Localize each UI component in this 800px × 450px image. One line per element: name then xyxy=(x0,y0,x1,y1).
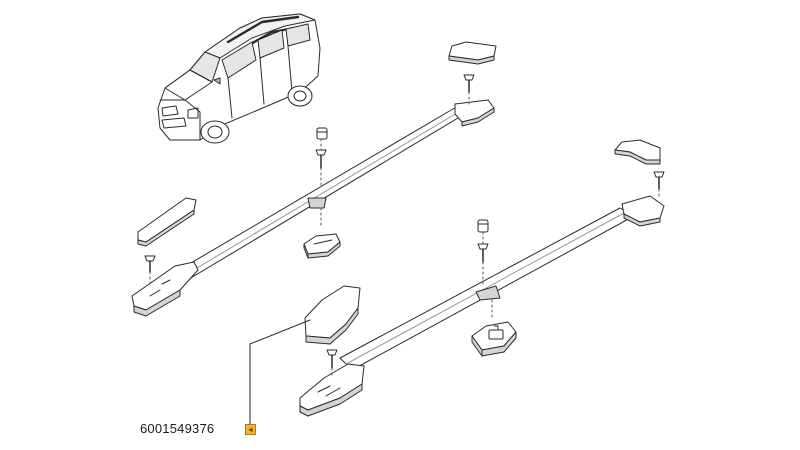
rail-a-mounting-base xyxy=(303,233,341,259)
screw-icon xyxy=(653,171,665,190)
callout-leader-line xyxy=(249,319,311,425)
front-rail-front-end-cap xyxy=(614,139,661,165)
front-roof-rail xyxy=(299,195,665,417)
rail-b-screws xyxy=(326,171,665,369)
rail-b-mounting-base xyxy=(471,321,517,357)
clip-icon xyxy=(477,219,489,233)
front-rail-rear-end-cap xyxy=(304,285,361,345)
screw-icon xyxy=(326,349,338,369)
screw-icon xyxy=(477,243,489,263)
screw-icon xyxy=(315,149,327,169)
callout-marker-icon[interactable]: ◂ xyxy=(245,424,256,435)
screw-icon xyxy=(144,255,156,273)
assembly-guides-b xyxy=(331,188,660,377)
car-illustration xyxy=(157,13,321,144)
rear-rail-front-end-cap xyxy=(448,41,497,65)
rear-roof-rail xyxy=(131,99,495,317)
clip-icon xyxy=(316,127,328,140)
assembly-guides-a xyxy=(149,91,470,285)
rail-a-screws xyxy=(144,74,475,273)
screw-icon xyxy=(463,74,475,93)
rear-rail-rear-end-cap xyxy=(137,197,197,247)
part-number-label[interactable]: 6001549376 xyxy=(140,421,215,436)
